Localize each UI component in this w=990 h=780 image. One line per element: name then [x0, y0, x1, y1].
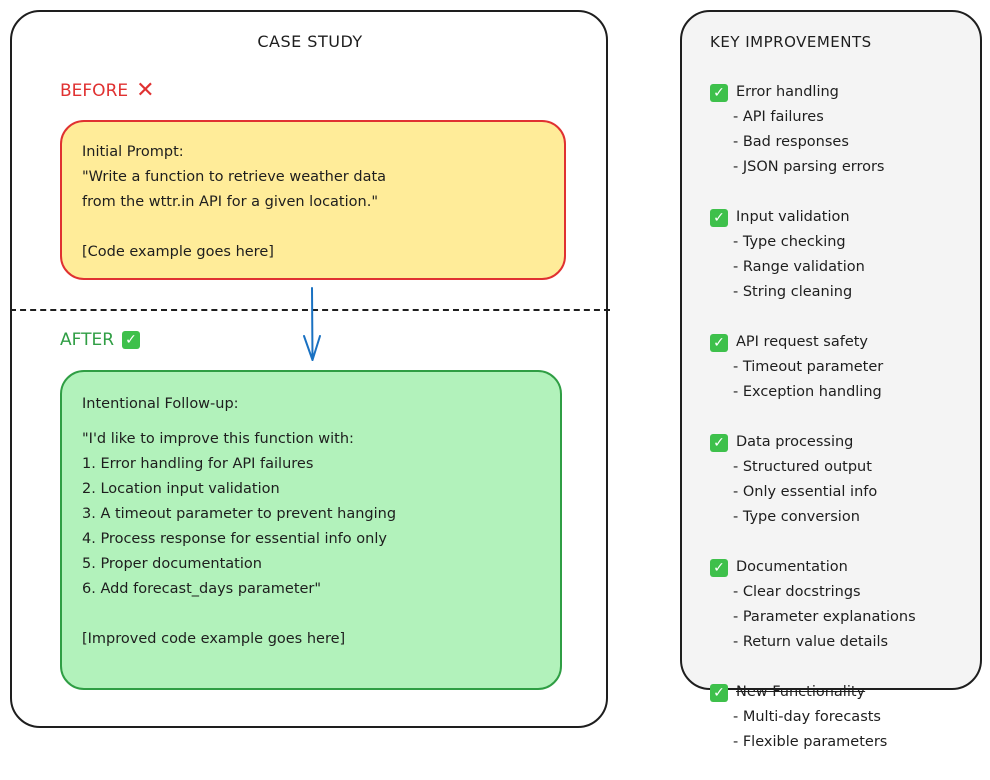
cross-mark-icon: ✕	[136, 78, 155, 103]
section-title: Documentation	[736, 559, 848, 575]
section-item: - Return value details	[733, 634, 889, 650]
section-title: New Functionality	[736, 684, 866, 700]
after-label-text: AFTER	[60, 330, 115, 350]
section-item: - Timeout parameter	[733, 359, 884, 375]
section-item: - String cleaning	[733, 284, 853, 300]
improvement-section-error-handling: ✓ Error handling - API failures - Bad re…	[710, 80, 990, 180]
section-item: - Multi-day forecasts	[733, 709, 881, 725]
follow-up-item: 4. Process response for essential info o…	[82, 531, 387, 547]
section-item: - Bad responses	[733, 134, 849, 150]
check-mark-icon: ✓	[710, 333, 728, 352]
improvement-section-input-validation: ✓ Input validation - Type checking - Ran…	[710, 205, 990, 305]
key-improvements-card	[680, 10, 982, 690]
initial-prompt-card: Initial Prompt: "Write a function to ret…	[60, 120, 566, 280]
improvement-section-api-request-safety: ✓ API request safety - Timeout parameter…	[710, 330, 990, 405]
follow-up-prompt-card: Intentional Follow-up: "I'd like to impr…	[60, 370, 562, 690]
check-mark-icon: ✓	[710, 683, 728, 702]
initial-prompt-line: "Write a function to retrieve weather da…	[82, 169, 387, 185]
follow-up-item: 6. Add forecast_days parameter"	[82, 581, 322, 597]
section-item: - Clear docstrings	[733, 584, 861, 600]
improvement-section-data-processing: ✓ Data processing - Structured output - …	[710, 430, 990, 530]
section-item: - Only essential info	[733, 484, 878, 500]
improvement-section-documentation: ✓ Documentation - Clear docstrings - Par…	[710, 555, 990, 655]
section-title: Input validation	[736, 209, 850, 225]
before-label: BEFORE ✕	[60, 80, 155, 102]
section-title: API request safety	[736, 334, 869, 350]
section-item: - Range validation	[733, 259, 865, 275]
check-mark-icon: ✓	[122, 331, 141, 349]
improvement-section-new-functionality: ✓ New Functionality - Multi-day forecast…	[710, 680, 990, 755]
follow-up-item: 5. Proper documentation	[82, 556, 262, 572]
code-placeholder: [Code example goes here]	[82, 244, 274, 260]
section-item: - API failures	[733, 109, 824, 125]
section-item: - JSON parsing errors	[733, 159, 885, 175]
dashed-divider	[10, 309, 610, 311]
section-item: - Type conversion	[733, 509, 860, 525]
section-item: - Structured output	[733, 459, 872, 475]
key-improvements-title: KEY IMPROVEMENTS	[710, 33, 872, 51]
section-item: - Flexible parameters	[733, 734, 888, 750]
follow-up-intro: "I'd like to improve this function with:	[82, 431, 354, 447]
section-title: Error handling	[736, 84, 839, 100]
after-label: AFTER ✓	[60, 330, 141, 350]
case-study-title: CASE STUDY	[257, 32, 363, 51]
down-arrow-icon	[303, 287, 321, 361]
follow-up-item: 1. Error handling for API failures	[82, 456, 314, 472]
key-improvements-list: KEY IMPROVEMENTS ✓ Error handling - API …	[710, 30, 990, 780]
check-mark-icon: ✓	[710, 433, 728, 452]
section-item: - Type checking	[733, 234, 846, 250]
follow-up-heading: Intentional Follow-up:	[82, 396, 239, 412]
section-item: - Exception handling	[733, 384, 882, 400]
follow-up-item: 2. Location input validation	[82, 481, 280, 497]
check-mark-icon: ✓	[710, 208, 728, 227]
initial-prompt-heading: Initial Prompt:	[82, 144, 184, 160]
before-label-text: BEFORE	[60, 81, 129, 101]
initial-prompt-line: from the wttr.in API for a given locatio…	[82, 194, 378, 210]
follow-up-item: 3. A timeout parameter to prevent hangin…	[82, 506, 397, 522]
improved-code-placeholder: [Improved code example goes here]	[82, 631, 346, 647]
section-title: Data processing	[736, 434, 854, 450]
check-mark-icon: ✓	[710, 558, 728, 577]
section-item: - Parameter explanations	[733, 609, 916, 625]
check-mark-icon: ✓	[710, 83, 728, 102]
